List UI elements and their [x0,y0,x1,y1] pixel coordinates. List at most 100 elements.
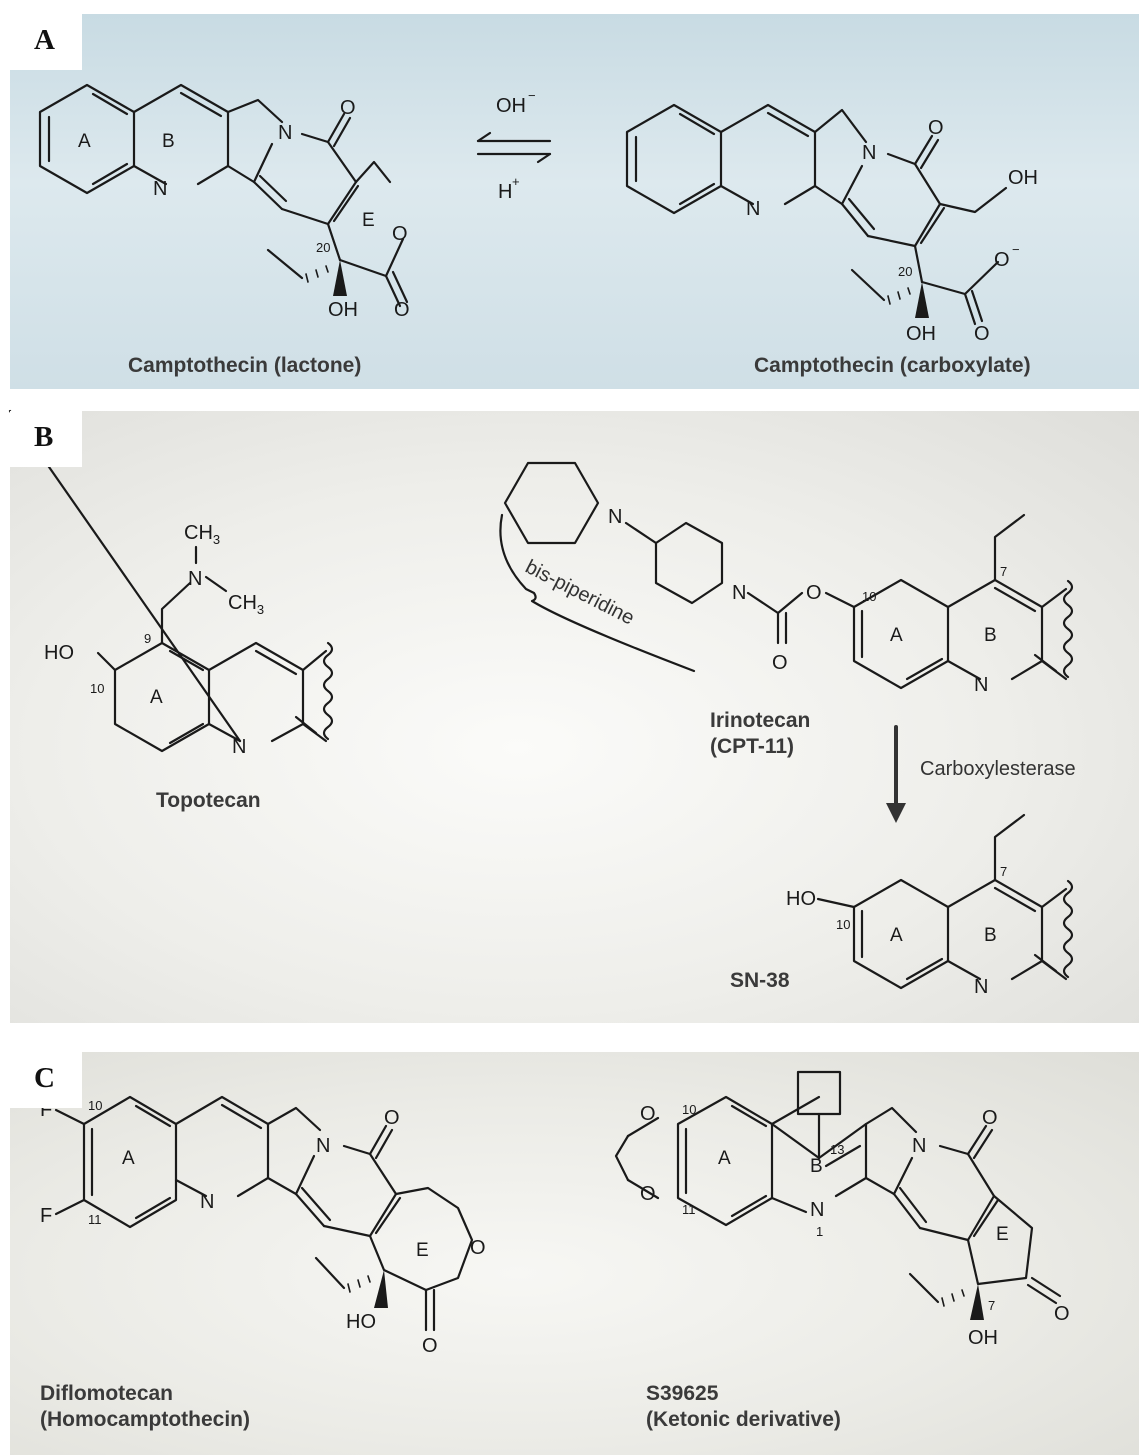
atom-o: O [394,299,410,321]
atom-n: N [608,506,622,528]
atom-n: N [862,142,876,164]
carboxylate-charge: − [1012,242,1020,257]
atom-oh: OH [968,1327,998,1349]
atom-o: O [422,1335,438,1357]
camptothecin-lactone-label: Camptothecin (lactone) [128,354,361,377]
panel-letter-tab: C [10,1052,82,1108]
ring-label-a: A [718,1148,731,1169]
atom-number-13: 13 [830,1142,844,1157]
atom-n: N [188,568,202,590]
atom-number-20: 20 [316,240,330,255]
atom-o: O [974,323,990,345]
panel-letter-tab: A [10,14,82,70]
ring-label-b: B [984,925,997,946]
diflomotecan-label-line-1: Diflomotecan [40,1382,173,1405]
ring-label-e: E [996,1224,1009,1245]
panel-letter-a: A [34,24,55,56]
atom-number-7: 7 [988,1298,995,1313]
atom-n: N [200,1191,214,1213]
atom-n: N [278,122,292,144]
atom-ho: HO [346,1311,376,1333]
ring-label-e: E [362,210,375,231]
arrow-bottom-reagent: H [498,181,512,203]
panel-a: A B N N O E O 20 OH O Camptothecin (lact… [10,14,1139,389]
atom-o: O [470,1237,486,1259]
atom-ch3: CH3 [228,592,264,617]
atom-number-1: 1 [816,1224,823,1239]
atom-number-7: 7 [1000,864,1007,879]
irinotecan-label-line-2: (CPT-11) [710,735,794,758]
sn38-structure: HO 10 7 A B N [786,813,1074,998]
ring-label-b: B [810,1156,823,1177]
topotecan-label: Topotecan [156,789,261,812]
ring-label-b: B [162,131,175,152]
atom-o: O [640,1183,656,1205]
atom-o: O [392,223,408,245]
atom-number-11: 11 [682,1202,696,1217]
ring-label-b: B [984,625,997,646]
topotecan-structure: CH3 N CH3 HO 9 10 A N [8,409,334,758]
camptothecin-lactone-structure: A B N N O E O 20 OH O [38,83,410,321]
atom-ho: HO [44,642,74,664]
atom-o: O [982,1107,998,1129]
atom-n: N [316,1135,330,1157]
atom-number-20: 20 [898,264,912,279]
atom-o: O [994,249,1010,271]
ring-label-a: A [890,625,903,646]
atom-o: O [640,1103,656,1125]
atom-n: N [974,674,988,696]
atom-n: N [912,1135,926,1157]
arrow-top-charge: − [528,88,536,103]
atom-number-10: 10 [88,1098,102,1113]
atom-o: O [340,97,356,119]
atom-n: N [746,198,760,220]
atom-number-7: 7 [1000,564,1007,579]
ring-label-a: A [890,925,903,946]
carboxylesterase-label: Carboxylesterase [920,758,1076,780]
s39625-structure: O O 10 11 13 A B N 1 N O E O 7 OH [614,1070,1070,1349]
sn38-label: SN-38 [730,969,790,992]
atom-oh: OH [328,299,358,321]
atom-number-10: 10 [836,917,850,932]
s39625-label-line-2: (Ketonic derivative) [646,1408,841,1431]
atom-n: N [153,178,167,200]
arrow-bottom-charge: + [512,174,520,189]
atom-f: F [40,1205,52,1227]
irinotecan-structure: N N O O 10 7 A B N b [499,461,1074,696]
ring-label-a: A [150,687,163,708]
panel-letter-b: B [34,421,54,453]
panel-c-drawing: F F 10 [40,1070,1070,1431]
camptothecin-carboxylate-label: Camptothecin (carboxylate) [754,354,1031,377]
conversion-arrow: Carboxylesterase [886,725,1076,823]
atom-number-10: 10 [682,1102,696,1117]
atom-o: O [1054,1303,1070,1325]
arrow-top-reagent: OH [496,95,526,117]
panel-c: F F 10 [10,1052,1139,1455]
irinotecan-label-line-1: Irinotecan [710,709,810,732]
atom-o: O [772,652,788,674]
atom-ch3: CH3 [184,522,220,547]
atom-n: N [974,976,988,998]
atom-o: O [806,582,822,604]
atom-n: N [732,582,746,604]
atom-number-9: 9 [144,631,151,646]
equilibrium-arrows: OH − H + [476,88,552,203]
atom-n: N [810,1199,824,1221]
atom-number-11: 11 [88,1212,102,1227]
atom-o: O [384,1107,400,1129]
atom-oh: OH [906,323,936,345]
ring-label-a: A [122,1148,135,1169]
atom-ho: HO [786,888,816,910]
bis-piperidine-label: bis-piperidine [522,556,638,630]
atom-o: O [928,117,944,139]
diflomotecan-label-line-2: (Homocamptothecin) [40,1408,250,1431]
bis-piperidine-brace [499,513,696,673]
panel-letter-c: C [34,1062,55,1094]
panel-b-drawing: CH3 N CH3 HO 9 10 A N Topotecan [8,409,1076,998]
atom-n: N [232,736,246,758]
panel-b: CH3 N CH3 HO 9 10 A N Topotecan [8,409,1139,1023]
ring-label-e: E [416,1240,429,1261]
diflomotecan-structure: F F 10 [40,1095,486,1357]
panel-a-drawing: A B N N O E O 20 OH O Camptothecin (lact… [38,83,1038,377]
camptothecin-carboxylate-structure: N N O OH O − 20 OH O [625,103,1038,345]
